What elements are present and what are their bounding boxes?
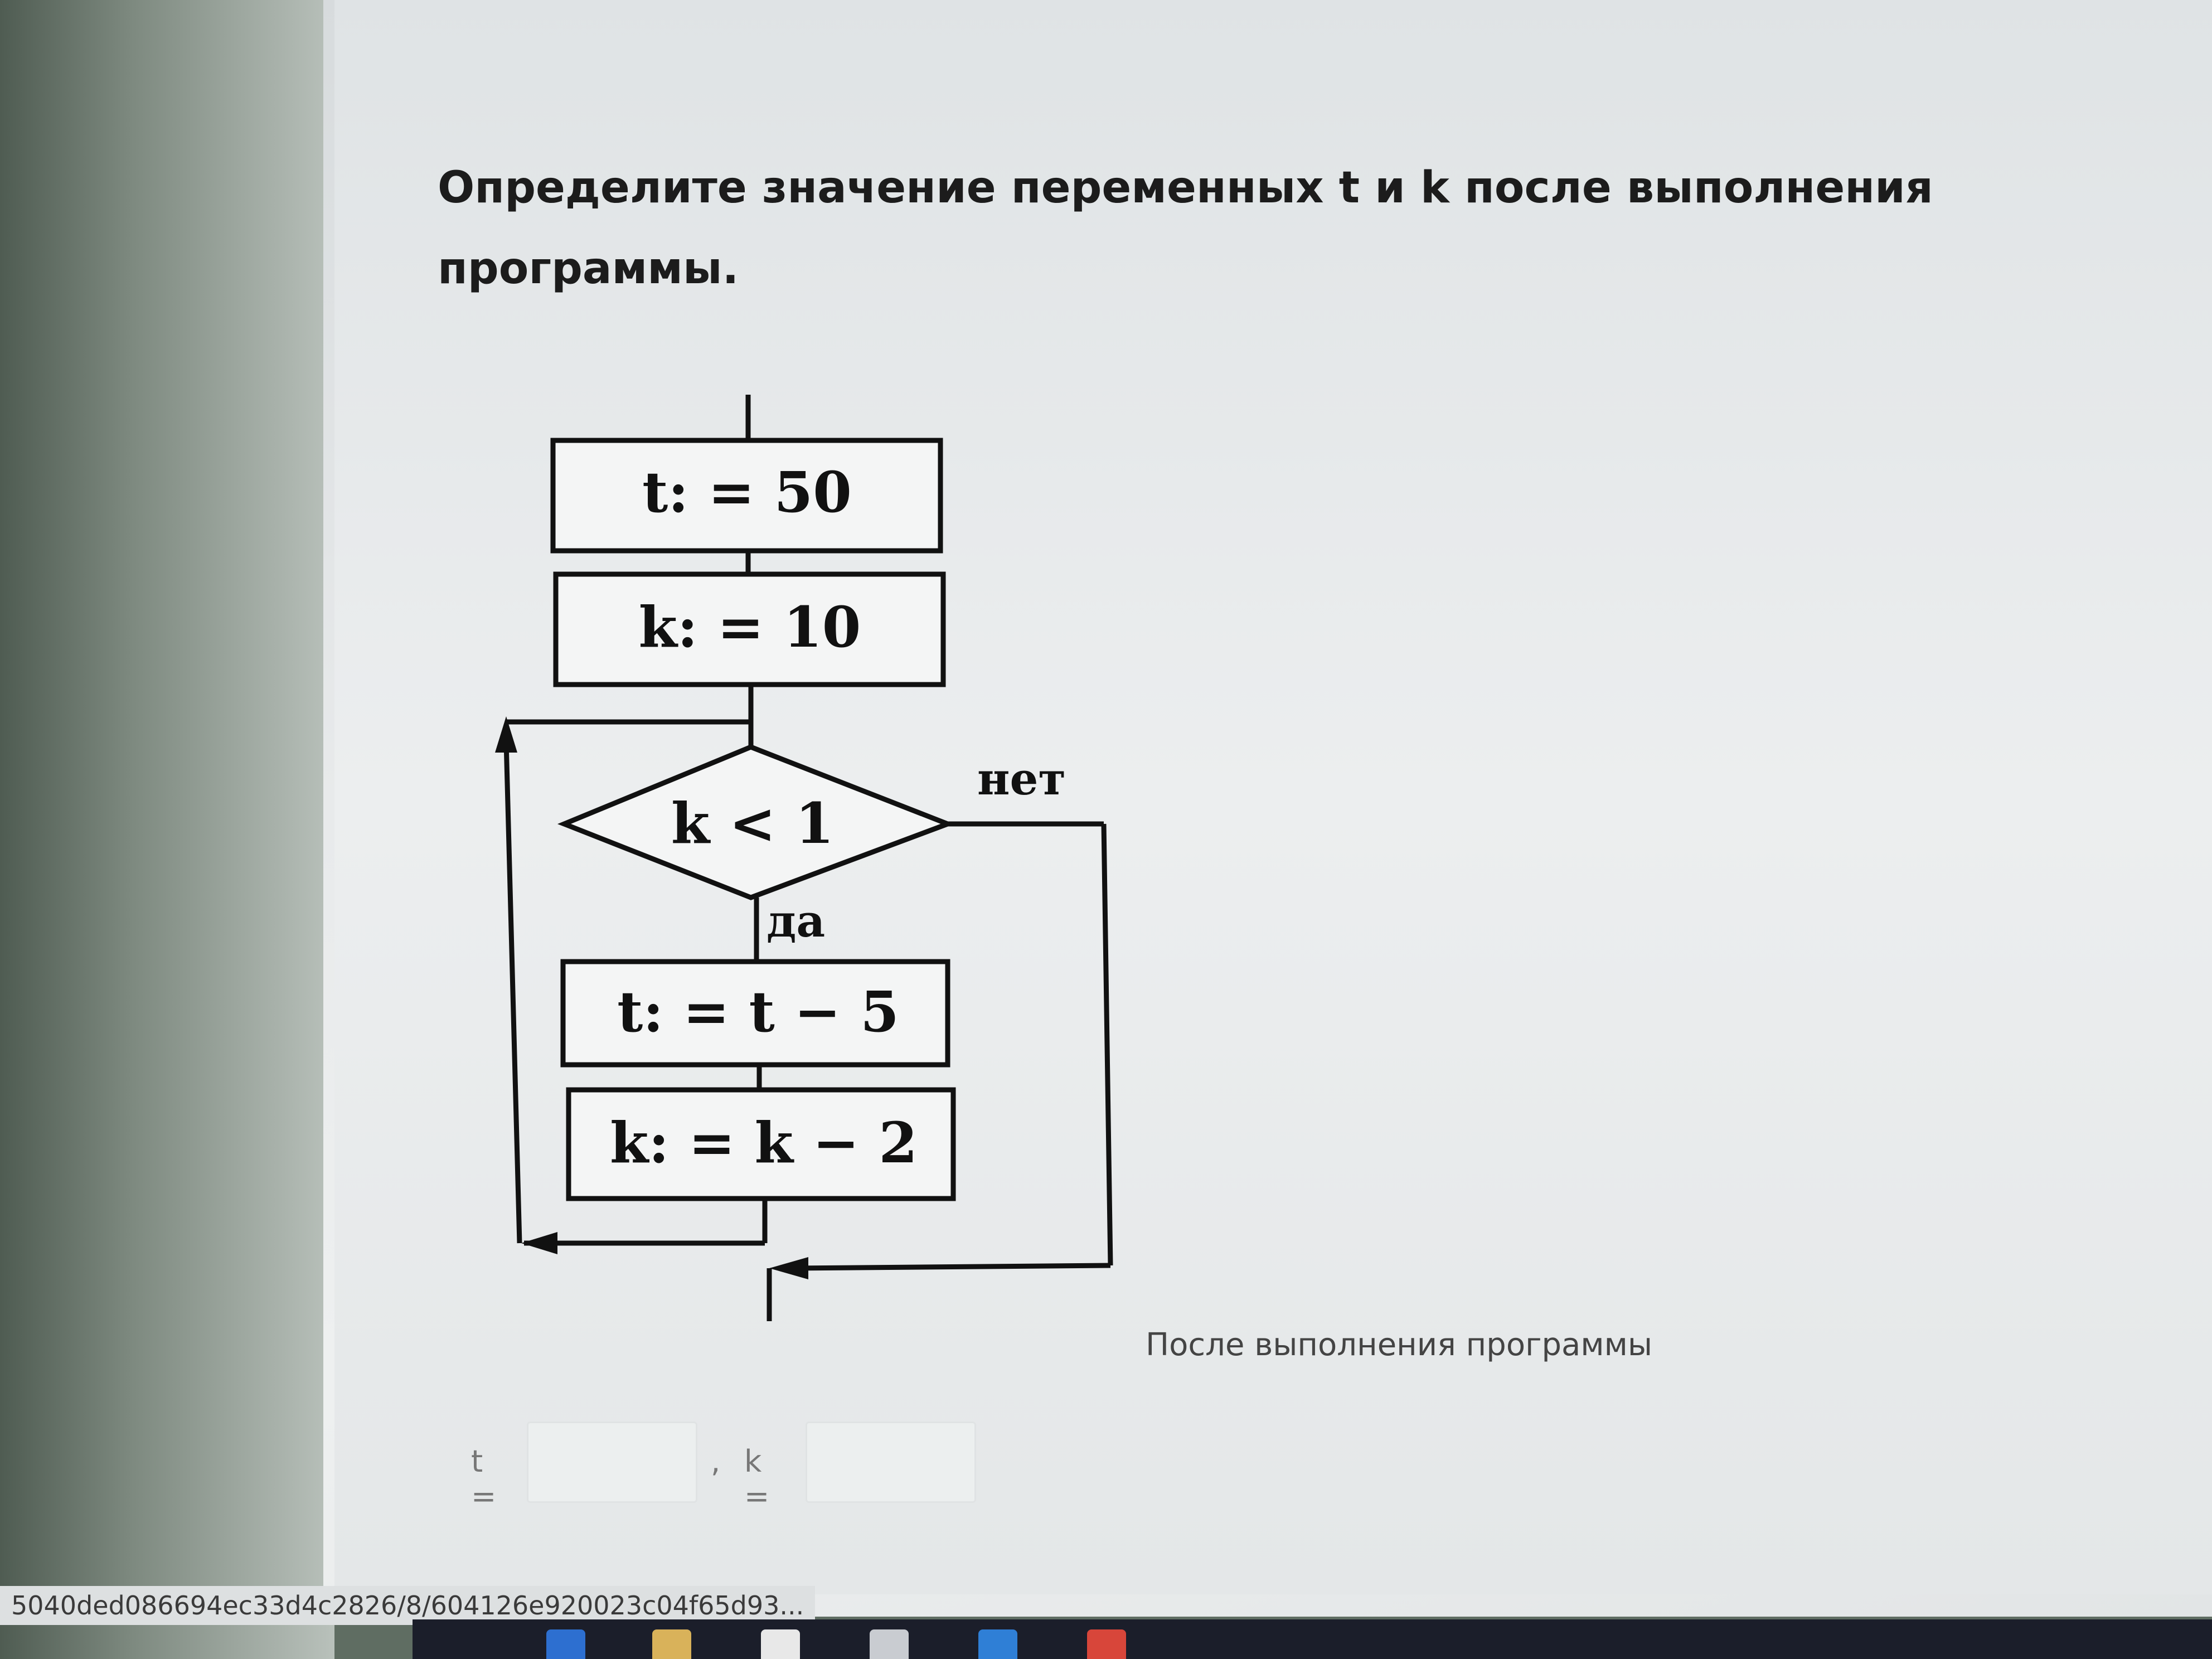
condition-text: k < 1: [671, 790, 834, 856]
yes-label: да: [767, 895, 825, 947]
folder-icon[interactable]: [652, 1629, 691, 1659]
store-icon[interactable]: [761, 1629, 800, 1659]
answer-caption: После выполнения программы: [1146, 1327, 1653, 1363]
separator: ,: [711, 1444, 721, 1479]
status-url: 5040ded086694ec33d4c2826/8/604126e920023…: [0, 1586, 816, 1625]
chrome-icon[interactable]: [1087, 1629, 1126, 1659]
block-t-decrement: [560, 959, 950, 1068]
app-icon[interactable]: [978, 1629, 1017, 1659]
k-input[interactable]: [806, 1422, 976, 1503]
t-input[interactable]: [527, 1422, 697, 1503]
flowchart-diagram: t: = 50 k: = 10 k < 1 да нет t: = t − 5 …: [495, 395, 1113, 1321]
taskbar: [413, 1619, 2212, 1659]
k-label: k =: [744, 1444, 770, 1514]
t-label: t =: [471, 1444, 497, 1514]
arrow-up-icon: [495, 716, 517, 753]
printer-icon[interactable]: [870, 1629, 909, 1659]
block-t-decrement-text: t: = t − 5: [617, 979, 899, 1045]
question-text: Определите значение переменных t и k пос…: [438, 148, 1943, 309]
edge-icon[interactable]: [546, 1629, 585, 1659]
no-label: нет: [977, 753, 1066, 805]
question-line-1: Определите значение переменных t и k пос…: [438, 163, 1933, 213]
arrow-left-icon: [769, 1257, 808, 1279]
block-k-decrement-text: k: = k − 2: [610, 1110, 918, 1176]
monitor-bezel: [0, 0, 334, 1659]
question-line-2: программы.: [438, 244, 739, 294]
arrow-left-icon: [521, 1232, 557, 1254]
block-k-init-text: k: = 10: [639, 594, 861, 660]
block-t-init-text: t: = 50: [642, 459, 852, 525]
block-k-decrement: [566, 1087, 956, 1201]
